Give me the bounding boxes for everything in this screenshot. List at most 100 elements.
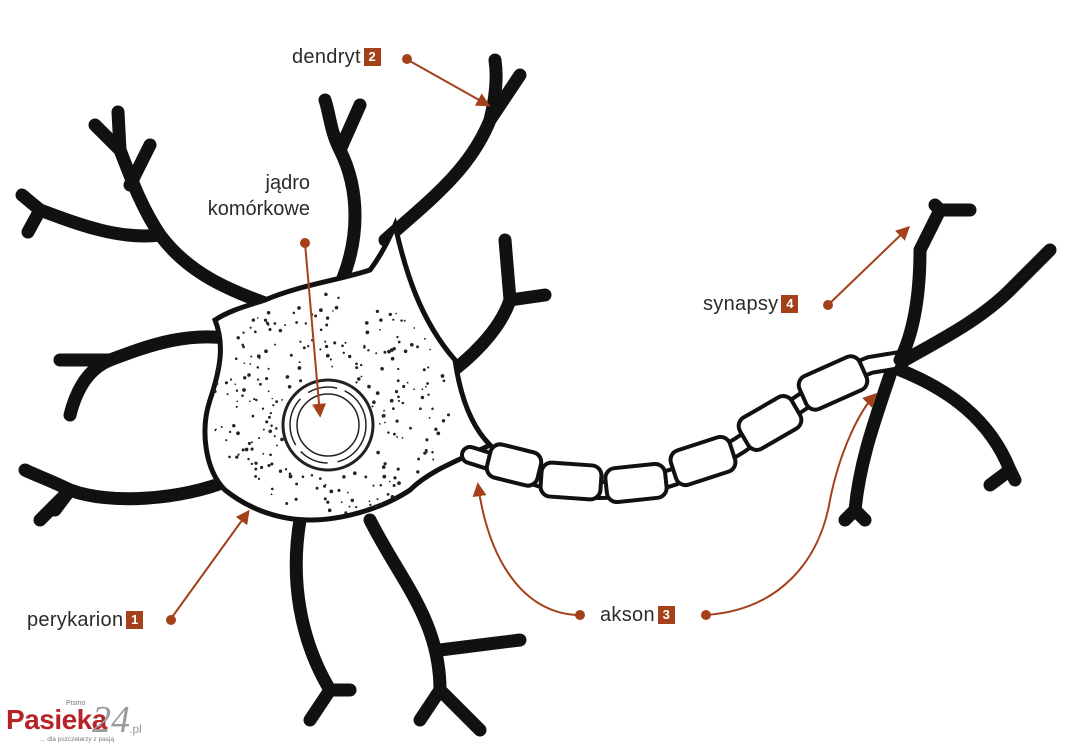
granule	[258, 382, 262, 386]
granule	[270, 487, 274, 491]
granule	[325, 316, 330, 320]
granule	[372, 400, 376, 405]
granule	[392, 407, 395, 410]
perykarion-pointer	[169, 509, 250, 621]
granule	[401, 437, 404, 439]
granule	[324, 340, 327, 343]
granule	[441, 419, 446, 423]
annotations	[169, 59, 911, 621]
granule	[379, 483, 383, 487]
granule	[243, 362, 246, 365]
granule	[324, 483, 327, 486]
granule	[234, 357, 238, 360]
granule	[381, 414, 385, 418]
granule	[281, 399, 283, 401]
granule	[314, 314, 318, 318]
granule	[393, 476, 397, 480]
granule	[427, 393, 430, 396]
granule	[380, 502, 383, 505]
granule	[261, 407, 265, 410]
granule	[247, 441, 251, 445]
granule	[383, 350, 387, 354]
granule	[344, 511, 348, 515]
granule	[395, 419, 399, 423]
granule	[355, 362, 358, 366]
granule	[284, 468, 288, 471]
badge-4: 4	[781, 295, 799, 313]
cytoplasm-granules	[213, 292, 451, 515]
granule	[383, 462, 387, 466]
granule	[431, 407, 434, 411]
nucleus-pointer	[304, 242, 327, 418]
granule	[379, 328, 381, 331]
granule	[256, 366, 260, 369]
granule	[323, 497, 327, 501]
granule	[426, 382, 429, 385]
granule	[392, 347, 396, 351]
granule	[428, 417, 431, 419]
dendrites	[15, 53, 552, 737]
granule	[225, 439, 228, 442]
granule	[253, 330, 257, 334]
granule	[310, 474, 314, 477]
granule	[263, 318, 268, 322]
granule	[327, 508, 332, 513]
granule	[360, 363, 363, 367]
granule	[232, 423, 236, 428]
granule	[388, 480, 391, 483]
granule	[257, 477, 261, 481]
granule	[272, 404, 275, 407]
granule	[292, 311, 296, 315]
granule	[386, 493, 390, 496]
granule	[219, 361, 222, 364]
granule	[413, 388, 415, 390]
granule	[383, 409, 386, 412]
granule	[396, 379, 400, 383]
granule	[270, 493, 273, 496]
granule	[372, 484, 375, 487]
granule	[264, 349, 268, 354]
granule	[392, 483, 396, 488]
granule	[376, 450, 380, 455]
granule	[434, 427, 438, 431]
granule	[214, 428, 217, 431]
logo-tagline: ... dla pszczelarzy z pasją	[40, 736, 115, 743]
granule	[236, 431, 240, 436]
granule	[228, 455, 231, 459]
granule	[270, 462, 274, 466]
granule	[360, 375, 363, 378]
granule	[355, 366, 359, 370]
granule	[270, 424, 273, 427]
granule	[417, 457, 421, 461]
granule	[340, 501, 343, 504]
granule	[421, 388, 424, 391]
granule	[249, 363, 252, 365]
granule	[375, 352, 378, 355]
granule	[273, 435, 276, 438]
nucleus	[281, 378, 375, 472]
granule	[241, 394, 244, 397]
granule	[432, 458, 435, 461]
annotation-dots	[166, 54, 833, 625]
perikaryon-body	[202, 216, 495, 523]
granule	[332, 310, 334, 312]
granule	[419, 407, 422, 411]
granule	[368, 500, 371, 503]
granule	[278, 328, 283, 333]
logo-name: Pasieka	[6, 704, 107, 735]
granule	[242, 331, 245, 334]
granule	[229, 378, 233, 381]
granule	[254, 467, 258, 471]
granule	[400, 319, 403, 322]
granule	[215, 369, 219, 373]
granule	[215, 382, 219, 386]
granule	[213, 389, 217, 393]
granule	[267, 367, 270, 370]
granule	[363, 346, 366, 349]
granule	[268, 429, 272, 434]
granule	[374, 504, 378, 508]
granule	[397, 395, 400, 399]
